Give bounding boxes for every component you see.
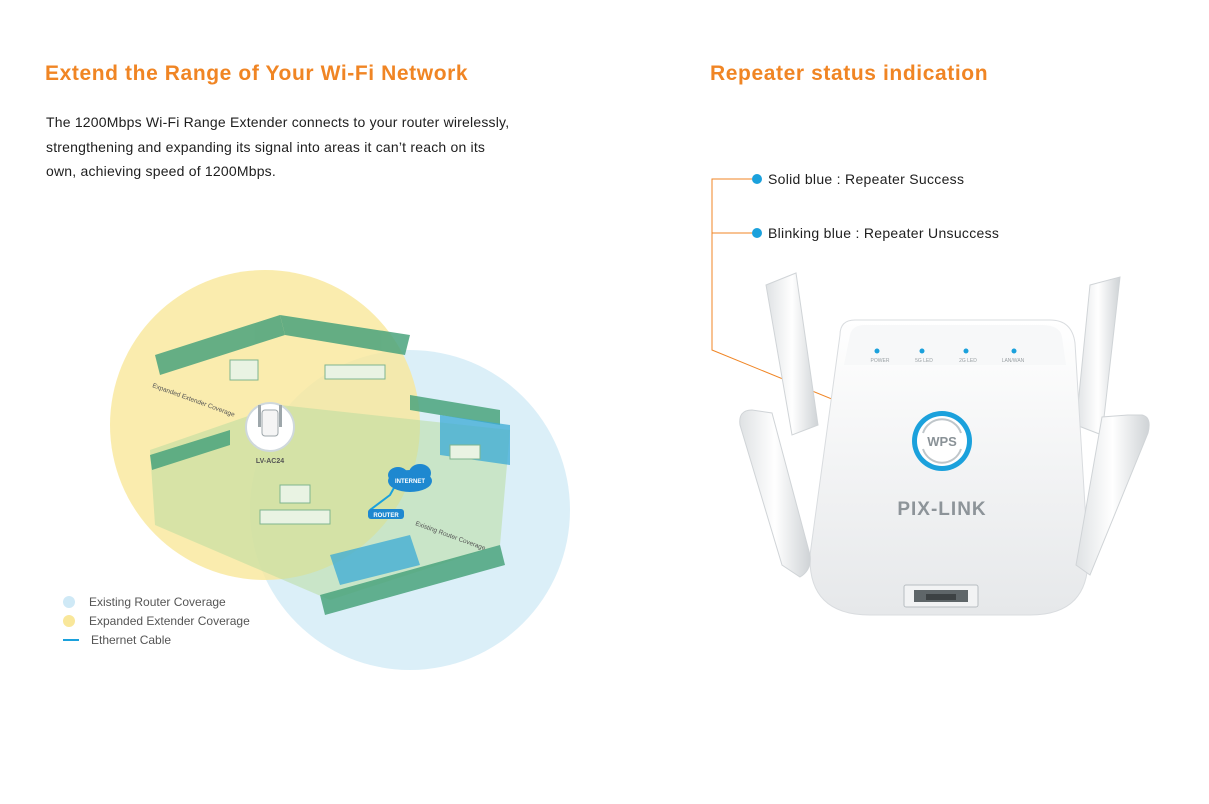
led-label-5g: 5G LED bbox=[915, 358, 933, 364]
router-device: ROUTER bbox=[368, 509, 404, 519]
leader-lines bbox=[711, 174, 933, 441]
legend-label-ethernet: Ethernet Cable bbox=[91, 633, 172, 647]
led-row: POWER 5G LED 2G LED LAN/WAN bbox=[871, 348, 1025, 364]
antenna-front-right bbox=[1075, 414, 1150, 576]
right-title: Repeater status indication bbox=[710, 62, 989, 85]
legend-label-router: Existing Router Coverage bbox=[89, 595, 226, 609]
antenna-front-left bbox=[739, 409, 811, 578]
device-brand: PIX-LINK bbox=[897, 499, 986, 520]
wps-label: WPS bbox=[927, 434, 957, 449]
wps-button: WPS bbox=[912, 411, 972, 471]
left-title: Extend the Range of Your Wi-Fi Network bbox=[45, 62, 469, 85]
house-floor bbox=[150, 405, 510, 600]
description-line-3: own, achieving speed of 1200Mbps. bbox=[46, 163, 276, 179]
legend-dot-extender bbox=[63, 615, 75, 627]
ethernet-port bbox=[903, 584, 979, 608]
furniture bbox=[229, 359, 481, 525]
extender-label: LV-AC24 bbox=[256, 458, 284, 465]
legend-label-extender: Expanded Extender Coverage bbox=[89, 614, 250, 628]
internet-cloud: INTERNET bbox=[388, 464, 432, 492]
legend-line-ethernet bbox=[63, 639, 79, 641]
description-line-2: strengthening and expanding its signal i… bbox=[46, 139, 486, 155]
antenna-back-left bbox=[765, 272, 819, 436]
house-walls bbox=[150, 315, 505, 615]
led-label-2g: 2G LED bbox=[959, 358, 977, 364]
led-label-lan-wan: LAN/WAN bbox=[1002, 358, 1025, 364]
description-line-1: The 1200Mbps Wi-Fi Range Extender connec… bbox=[46, 114, 510, 130]
status-dot-blinking bbox=[752, 228, 762, 238]
status-blinking-blue: Blinking blue : Repeater Unsuccess bbox=[768, 225, 1000, 241]
legend-item-router-coverage: Existing Router Coverage bbox=[63, 594, 226, 610]
status-dot-solid bbox=[752, 174, 762, 184]
internet-label: INTERNET bbox=[395, 479, 425, 485]
status-solid-blue: Solid blue : Repeater Success bbox=[768, 171, 965, 187]
extender-device-photo: POWER 5G LED 2G LED LAN/WAN WPS PIX-LINK bbox=[739, 272, 1150, 616]
led-label-power: POWER bbox=[871, 358, 890, 364]
router-label: ROUTER bbox=[373, 513, 399, 519]
legend-item-ethernet-cable: Ethernet Cable bbox=[63, 632, 171, 648]
legend-dot-router bbox=[63, 596, 75, 608]
antenna-back-right bbox=[1075, 276, 1121, 436]
coverage-diagram: LV-AC24 INTERNET ROUTER Expanded Extende… bbox=[110, 270, 570, 670]
legend-item-extender-coverage: Expanded Extender Coverage bbox=[63, 613, 250, 629]
